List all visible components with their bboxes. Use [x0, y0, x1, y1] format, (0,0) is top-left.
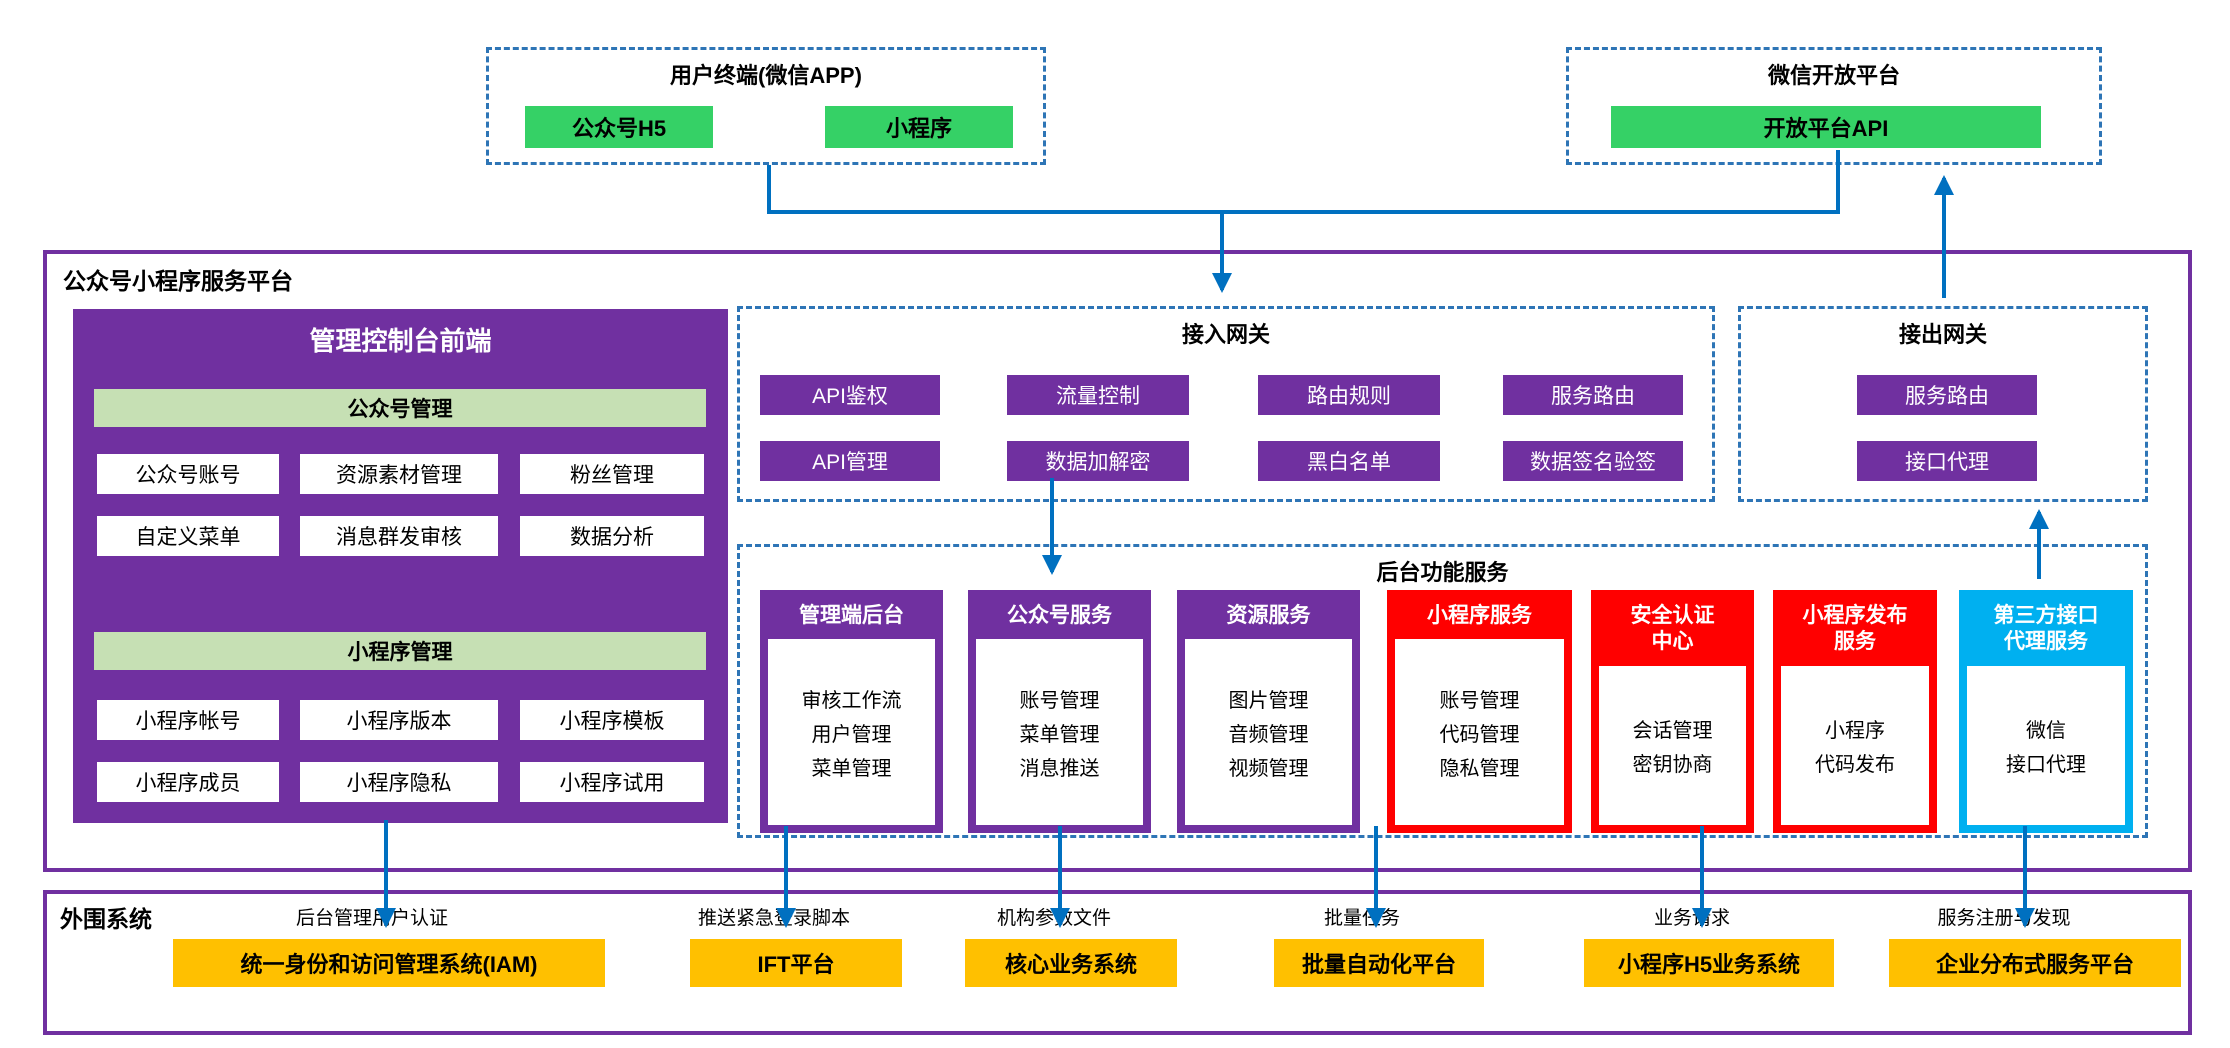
connection-label: 推送紧急登录脚本 — [697, 908, 851, 929]
service-item: 账号管理 — [1439, 689, 1520, 712]
service-name: 管理端后台 — [799, 604, 904, 627]
peripheral-title: 外围系统 — [60, 906, 152, 932]
gateway-cell: 数据加解密 — [1007, 441, 1189, 481]
connection-label: 机构参数文件 — [996, 908, 1112, 929]
service-items: 账号管理 菜单管理 消息推送 — [976, 639, 1143, 825]
miniprogram-chip: 小程序 — [825, 106, 1013, 148]
access-gateway-box: 接入网关 API鉴权 流量控制 路由规则 服务路由 API管理 数据加解密 黑白… — [737, 306, 1715, 502]
service-name: 小程序发布 服务 — [1802, 604, 1908, 654]
service-platform-box: 公众号小程序服务平台 管理控制台前端 公众号管理 公众号账号 资源素材管理 粉丝… — [43, 250, 2192, 872]
service-item: 用户管理 — [811, 723, 892, 746]
open-platform-api-chip: 开放平台API — [1611, 106, 2041, 148]
service-item: 消息推送 — [1019, 757, 1100, 780]
service-column-miniprogram: 小程序服务 账号管理 代码管理 隐私管理 — [1387, 590, 1572, 833]
service-name: 第三方接口 代理服务 — [1993, 604, 2099, 654]
service-items: 图片管理 音频管理 视频管理 — [1185, 639, 1352, 825]
service-platform-title: 公众号小程序服务平台 — [63, 268, 293, 294]
gateway-cell: 黑白名单 — [1258, 441, 1440, 481]
user-terminal-box: 用户终端(微信APP) 公众号H5 小程序 — [486, 47, 1046, 165]
service-name: 小程序服务 — [1427, 604, 1532, 627]
service-items: 审核工作流 用户管理 菜单管理 — [768, 639, 935, 825]
console-cell: 数据分析 — [520, 516, 704, 556]
backend-services-box: 后台功能服务 管理端后台 审核工作流 用户管理 菜单管理 公众号服务 账号管理 … — [737, 544, 2148, 838]
gateway-cell: 数据签名验签 — [1503, 441, 1683, 481]
connection-label: 后台管理用户认证 — [295, 908, 449, 929]
official-mgmt-band: 公众号管理 — [94, 389, 706, 427]
service-item: 微信 — [2026, 719, 2066, 742]
service-item: 代码管理 — [1439, 723, 1520, 746]
user-terminal-title: 用户终端(微信APP) — [670, 63, 862, 88]
peripheral-system-core-business: 核心业务系统 — [965, 939, 1177, 987]
wechat-open-platform-title: 微信开放平台 — [1767, 63, 1900, 88]
gateway-cell: 服务路由 — [1503, 375, 1683, 415]
service-item: 账号管理 — [1019, 689, 1100, 712]
console-cell: 小程序版本 — [300, 700, 498, 740]
peripheral-system-batch-automation: 批量自动化平台 — [1274, 939, 1484, 987]
console-cell: 小程序模板 — [520, 700, 704, 740]
gateway-cell: 路由规则 — [1258, 375, 1440, 415]
service-item: 隐私管理 — [1439, 757, 1520, 780]
service-item: 音频管理 — [1228, 723, 1309, 746]
connection-label: 批量任务 — [1323, 908, 1401, 929]
egress-gateway-box: 接出网关 服务路由 接口代理 — [1738, 306, 2148, 502]
peripheral-systems-box: 外围系统 后台管理用户认证 推送紧急登录脚本 机构参数文件 批量任务 业务请求 … — [43, 890, 2192, 1035]
gateway-cell: 接口代理 — [1857, 441, 2037, 481]
console-cell: 资源素材管理 — [300, 454, 498, 494]
access-gateway-title: 接入网关 — [1181, 322, 1270, 347]
service-items: 会话管理 密钥协商 — [1599, 665, 1746, 825]
console-cell: 消息群发审核 — [300, 516, 498, 556]
service-column-security-auth: 安全认证 中心 会话管理 密钥协商 — [1591, 590, 1754, 833]
service-item: 菜单管理 — [1019, 723, 1100, 746]
service-column-official-account: 公众号服务 账号管理 菜单管理 消息推送 — [968, 590, 1151, 833]
service-item: 接口代理 — [2006, 753, 2086, 776]
backend-services-title: 后台功能服务 — [1376, 560, 1509, 585]
service-item: 菜单管理 — [811, 757, 892, 780]
service-items: 微信 接口代理 — [1967, 665, 2125, 825]
service-column-admin-backend: 管理端后台 审核工作流 用户管理 菜单管理 — [760, 590, 943, 833]
service-column-thirdparty-proxy: 第三方接口 代理服务 微信 接口代理 — [1959, 590, 2133, 833]
connection-label: 业务请求 — [1653, 908, 1731, 929]
peripheral-system-mp-h5-business: 小程序H5业务系统 — [1584, 939, 1834, 987]
console-title: 管理控制台前端 — [309, 326, 492, 356]
service-item: 图片管理 — [1228, 689, 1309, 712]
miniprogram-mgmt-band: 小程序管理 — [94, 632, 706, 670]
gateway-cell: 流量控制 — [1007, 375, 1189, 415]
service-item: 密钥协商 — [1632, 753, 1713, 776]
console-cell: 粉丝管理 — [520, 454, 704, 494]
console-cell: 公众号账号 — [97, 454, 279, 494]
console-panel: 管理控制台前端 公众号管理 公众号账号 资源素材管理 粉丝管理 自定义菜单 消息… — [73, 309, 728, 823]
service-column-mp-release: 小程序发布 服务 小程序 代码发布 — [1773, 590, 1937, 833]
service-item: 小程序 — [1825, 719, 1885, 742]
service-column-resource: 资源服务 图片管理 音频管理 视频管理 — [1177, 590, 1360, 833]
service-item: 审核工作流 — [801, 689, 902, 712]
service-name: 资源服务 — [1226, 604, 1311, 627]
egress-gateway-title: 接出网关 — [1898, 322, 1987, 347]
official-h5-chip: 公众号H5 — [525, 106, 713, 148]
peripheral-system-ift: IFT平台 — [690, 939, 902, 987]
console-cell: 小程序隐私 — [300, 762, 498, 802]
console-cell: 小程序帐号 — [97, 700, 279, 740]
console-cell: 小程序成员 — [97, 762, 279, 802]
gateway-cell: API鉴权 — [760, 375, 940, 415]
console-cell: 自定义菜单 — [97, 516, 279, 556]
connection-label: 服务注册与发现 — [1937, 908, 2071, 929]
service-items: 小程序 代码发布 — [1781, 665, 1929, 825]
service-item: 视频管理 — [1228, 757, 1309, 780]
service-item: 代码发布 — [1815, 753, 1895, 776]
peripheral-system-iam: 统一身份和访问管理系统(IAM) — [173, 939, 605, 987]
service-name: 公众号服务 — [1007, 604, 1112, 627]
wechat-open-platform-box: 微信开放平台 开放平台API — [1566, 47, 2102, 165]
service-items: 账号管理 代码管理 隐私管理 — [1395, 639, 1564, 825]
peripheral-system-distributed-service: 企业分布式服务平台 — [1889, 939, 2181, 987]
service-name: 安全认证 中心 — [1630, 604, 1715, 654]
gateway-cell: API管理 — [760, 441, 940, 481]
service-item: 会话管理 — [1632, 719, 1713, 742]
gateway-cell: 服务路由 — [1857, 375, 2037, 415]
console-cell: 小程序试用 — [520, 762, 704, 802]
